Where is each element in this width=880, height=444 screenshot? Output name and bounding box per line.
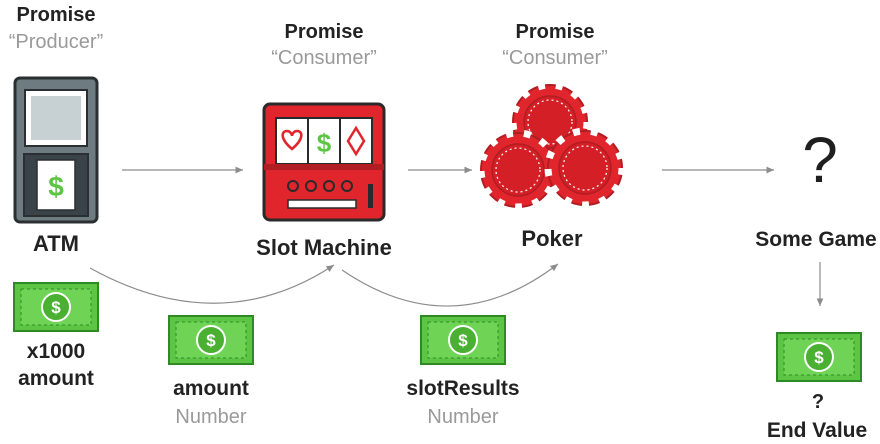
atm-money-count: x1000	[26, 340, 86, 363]
atm-icon: $	[13, 76, 99, 224]
atm-money-label: amount	[18, 367, 94, 390]
money-bill-amount	[168, 315, 254, 365]
slot-role-sub: “Consumer”	[271, 47, 377, 69]
money-bill-slot-results	[420, 315, 506, 365]
slot-role-label: Promise	[284, 21, 364, 43]
svg-text:$: $	[317, 128, 332, 158]
atm-role-sub: “Producer”	[8, 31, 104, 53]
poker-label: Poker	[521, 226, 583, 251]
money-bill-end	[776, 332, 862, 382]
transfer-slot-results-type: Number	[427, 406, 499, 428]
game-label: Some Game	[755, 228, 877, 251]
slot-label: Slot Machine	[256, 235, 392, 260]
atm-role-label: Promise	[16, 4, 96, 26]
atm-label: ATM	[32, 231, 80, 256]
poker-chips-icon	[481, 85, 622, 207]
curve-atm-to-slot	[89, 264, 335, 304]
poker-role-label: Promise	[515, 21, 595, 43]
poker-role-sub: “Consumer”	[502, 47, 608, 69]
money-bill-atm	[13, 282, 99, 332]
transfer-amount-type: Number	[175, 406, 247, 428]
end-value-label: End Value	[766, 419, 868, 442]
end-value-symbol: ?	[811, 391, 825, 413]
svg-text:$: $	[48, 171, 64, 202]
unknown-game-symbol: ?	[802, 124, 838, 196]
slot-machine-icon: $	[262, 102, 386, 222]
transfer-slot-results-name: slotResults	[406, 377, 520, 400]
curve-slot-to-poker	[341, 263, 559, 307]
transfer-amount-name: amount	[173, 377, 249, 400]
